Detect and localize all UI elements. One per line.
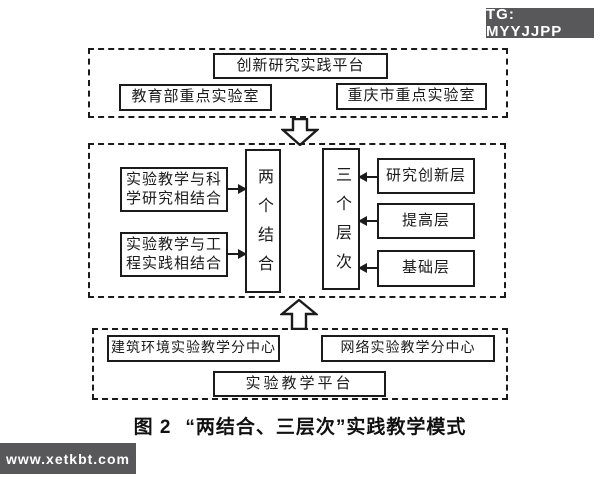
network-subcenter-box: 网络实验教学分中心 xyxy=(321,335,495,362)
figure-caption: 图 2 “两结合、三层次”实践教学模式 xyxy=(0,412,600,439)
up-block-arrow-icon xyxy=(280,299,318,330)
experiment-teaching-platform-label: 实验教学平台 xyxy=(245,375,354,392)
website-watermark-label: www.xetkbt.com xyxy=(6,450,130,467)
level-arrow-1-left-icon xyxy=(358,172,378,182)
experiment-teaching-platform-box: 实验教学平台 xyxy=(213,371,386,397)
website-watermark: www.xetkbt.com xyxy=(0,443,136,474)
research-innovation-level-label: 研究创新层 xyxy=(385,167,466,184)
combine-arrow-2-right-icon xyxy=(227,249,247,259)
combine-arrow-1-right-icon xyxy=(227,184,247,194)
improvement-level-box: 提高层 xyxy=(377,203,475,239)
network-subcenter-label: 网络实验教学分中心 xyxy=(340,341,476,356)
top-platform-group xyxy=(88,48,508,118)
innovation-research-platform-label: 创新研究实践平台 xyxy=(236,57,365,74)
chongqing-key-lab-label: 重庆市重点实验室 xyxy=(347,88,476,104)
moe-key-lab-label: 教育部重点实验室 xyxy=(131,89,260,105)
down-block-arrow-icon xyxy=(281,118,319,146)
innovation-research-platform-box: 创新研究实践平台 xyxy=(213,53,388,79)
teaching-science-combine-label: 实验教学与科学研究相结合 xyxy=(126,171,223,207)
telegram-badge: TG: MYYJJPP xyxy=(486,6,594,40)
teaching-engineering-combine-box: 实验教学与工程实践相结合 xyxy=(120,232,228,277)
middle-platform-group xyxy=(88,143,506,298)
chongqing-key-lab-box: 重庆市重点实验室 xyxy=(336,83,487,110)
building-env-subcenter-box: 建筑环境实验教学分中心 xyxy=(107,335,280,362)
basic-level-box: 基础层 xyxy=(377,250,475,287)
two-combinations-hub-label: 两个结合 xyxy=(255,168,272,284)
level-arrow-2-left-icon xyxy=(358,216,378,226)
three-levels-hub-box: 三个层次 xyxy=(322,148,360,290)
basic-level-label: 基础层 xyxy=(401,260,450,276)
two-combinations-hub-box: 两个结合 xyxy=(245,149,281,293)
teaching-engineering-combine-label: 实验教学与工程实践相结合 xyxy=(126,236,223,272)
figure-title: “两结合、三层次”实践教学模式 xyxy=(185,417,467,438)
level-arrow-3-left-icon xyxy=(358,263,378,273)
bottom-platform-group xyxy=(92,328,508,400)
three-levels-hub-label: 三个层次 xyxy=(333,166,350,282)
research-innovation-level-box: 研究创新层 xyxy=(377,158,475,194)
building-env-subcenter-label: 建筑环境实验教学分中心 xyxy=(111,341,276,356)
telegram-badge-label: TG: MYYJJPP xyxy=(486,6,563,40)
moe-key-lab-box: 教育部重点实验室 xyxy=(119,84,272,111)
figure-number-label: 图 2 xyxy=(133,417,172,438)
improvement-level-label: 提高层 xyxy=(401,212,450,229)
teaching-science-combine-box: 实验教学与科学研究相结合 xyxy=(120,167,228,212)
